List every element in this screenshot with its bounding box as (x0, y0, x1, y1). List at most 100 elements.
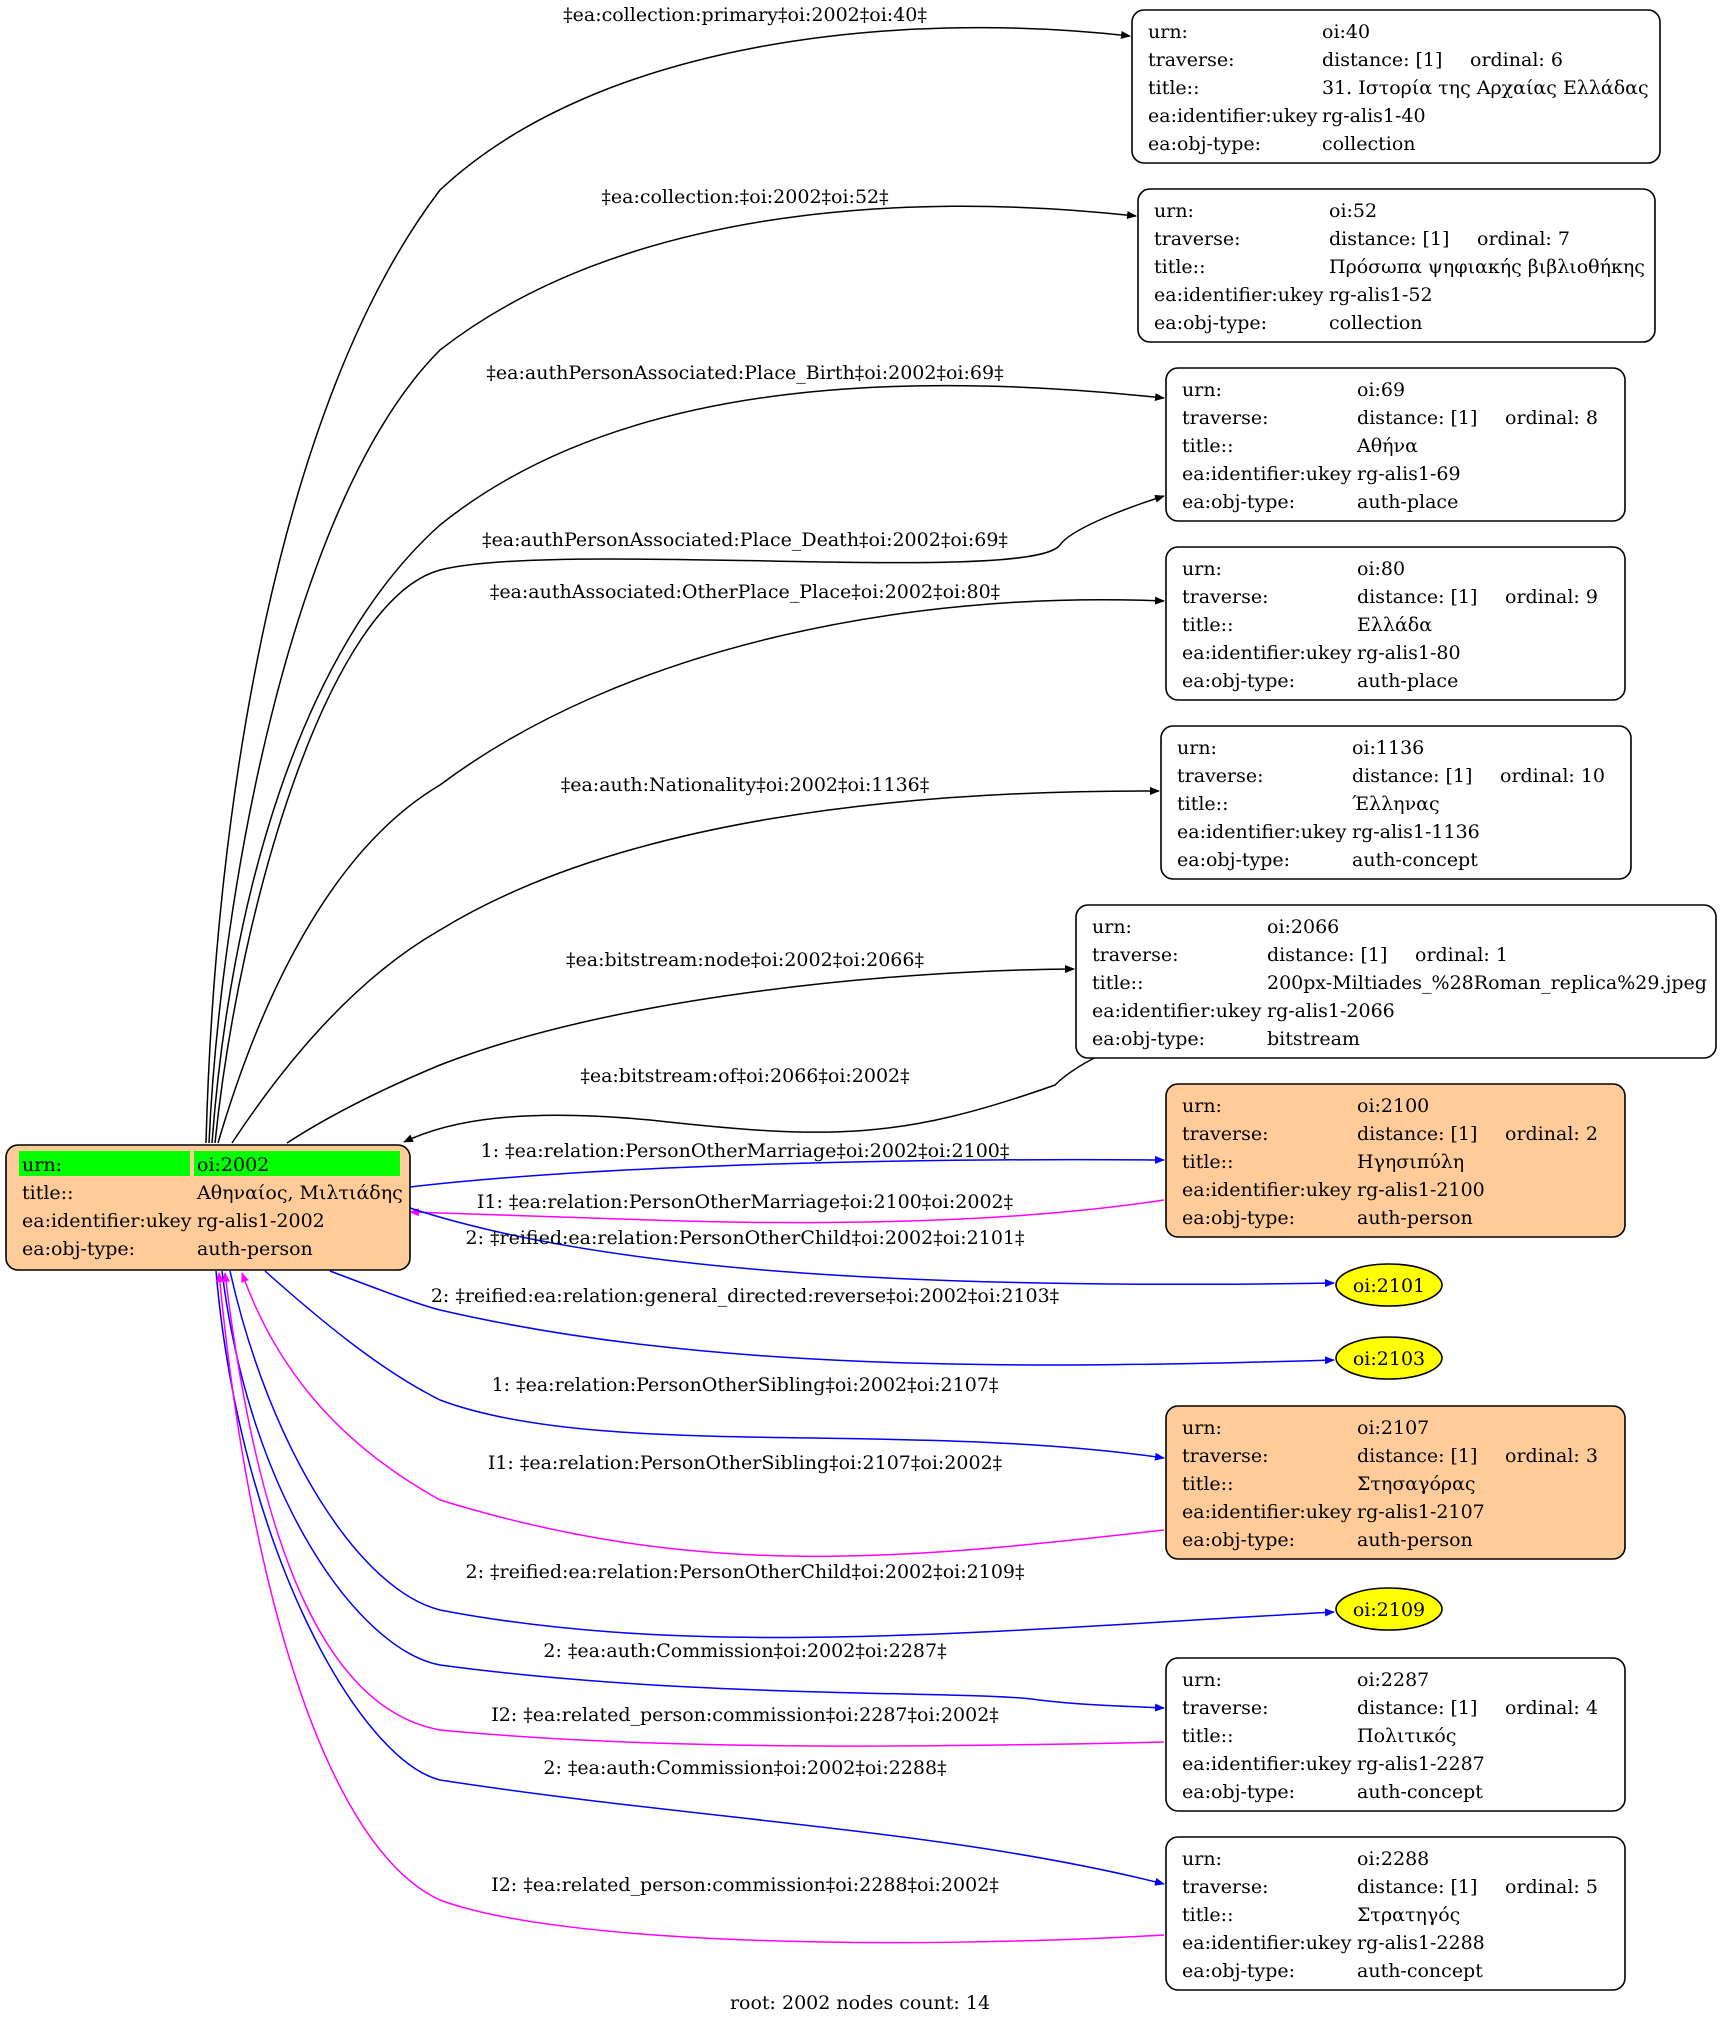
node-distance-value: distance: [1] (1357, 1123, 1477, 1145)
node-type-value: auth-concept (1357, 1960, 1483, 1982)
node-ordinal-value: ordinal: 9 (1505, 586, 1598, 608)
edges-layer (205, 26, 1335, 1944)
root-type-key: ea:obj-type: (22, 1238, 135, 1260)
edge-commission-2287-inverse (222, 1272, 1165, 1747)
node-ukey-value: rg-alis1-69 (1357, 463, 1461, 485)
node-urn-value: oi:40 (1322, 21, 1370, 43)
node-ukey-key: ea:identifier:ukey (1182, 1179, 1352, 1201)
edge-commission-2287 (221, 1270, 1165, 1712)
node-distance-value: distance: [1] (1357, 586, 1477, 608)
ellipse-node-oi-2103[interactable]: oi:2103 (1335, 1336, 1443, 1380)
edge-label: ‡ea:auth:Nationality‡oi:2002‡oi:1136‡ (561, 774, 930, 796)
node-type-value: auth-concept (1357, 1781, 1483, 1803)
node-type-key: ea:obj-type: (1182, 1529, 1295, 1551)
edge-child-2101 (409, 1207, 1335, 1288)
node-urn-value: oi:2100 (1357, 1095, 1429, 1117)
node-urn-value: oi:2288 (1357, 1848, 1429, 1870)
node-urn-value: oi:2107 (1357, 1417, 1429, 1439)
node-title-key: title:: (1182, 1151, 1233, 1173)
node-ukey-key: ea:identifier:ukey (1182, 463, 1352, 485)
node-type-value: bitstream (1267, 1028, 1360, 1050)
node-urn-key: urn: (1182, 1669, 1222, 1691)
node-type-value: auth-place (1357, 670, 1458, 692)
ellipse-shape (1335, 1336, 1443, 1380)
edge-sibling-inverse (241, 1272, 1165, 1558)
root-urn-value: oi:2002 (197, 1154, 269, 1176)
node-traverse-key: traverse: (1182, 407, 1269, 429)
node-distance-value: distance: [1] (1357, 1697, 1477, 1719)
node-ukey-value: rg-alis1-2107 (1357, 1501, 1485, 1523)
node-type-key: ea:obj-type: (1177, 849, 1290, 871)
edge-bitstream-of (403, 1054, 1101, 1143)
node-traverse-key: traverse: (1182, 1876, 1269, 1898)
node-ukey-value: rg-alis1-2287 (1357, 1753, 1485, 1775)
node-ukey-value: rg-alis1-2066 (1267, 1000, 1395, 1022)
node-title-value: Στρατηγός (1357, 1904, 1460, 1926)
node-distance-value: distance: [1] (1322, 49, 1442, 71)
node-ukey-key: ea:identifier:ukey (1154, 284, 1324, 306)
node-distance-value: distance: [1] (1329, 228, 1449, 250)
node-box (1075, 904, 1717, 1059)
node-title-key: title:: (1154, 256, 1205, 278)
node-urn-value: oi:1136 (1352, 737, 1424, 759)
node-distance-value: distance: [1] (1267, 944, 1387, 966)
node-distance-value: distance: [1] (1357, 1876, 1477, 1898)
root-title-key: title:: (22, 1182, 73, 1204)
node-title-key: title:: (1182, 435, 1233, 457)
edge-label: ‡ea:bitstream:of‡oi:2066‡oi:2002‡ (580, 1065, 909, 1087)
ellipse-node-oi-2101[interactable]: oi:2101 (1335, 1263, 1443, 1307)
edge-commission-2288 (215, 1270, 1165, 1886)
edge-label: I1: ‡ea:relation:PersonOtherMarriage‡oi:… (477, 1191, 1013, 1213)
node-ukey-value: rg-alis1-40 (1322, 105, 1426, 127)
ellipse-node-oi-2109[interactable]: oi:2109 (1335, 1587, 1443, 1631)
edge-place-birth (211, 384, 1165, 1144)
edge-label: 2: ‡reified:ea:relation:PersonOtherChild… (466, 1227, 1025, 1249)
node-ukey-value: rg-alis1-52 (1329, 284, 1433, 306)
edge-collection (208, 205, 1137, 1144)
node-type-value: collection (1329, 312, 1423, 334)
node-ordinal-value: ordinal: 4 (1505, 1697, 1598, 1719)
node-oi-2288[interactable]: urn: oi:2288 traverse: distance: [1] ordinal… (1165, 1836, 1626, 1991)
node-distance-value: distance: [1] (1357, 407, 1477, 429)
root-node[interactable]: urn: oi:2002 title:: Αθηναίος, Μιλτιάδης… (5, 1144, 411, 1271)
node-title-value: 31. Ιστορία της Αρχαίας Ελλάδας (1322, 77, 1649, 99)
edge-nationality (231, 786, 1160, 1144)
graph-caption: root: 2002 nodes count: 14 (730, 1992, 990, 2014)
node-box (1137, 188, 1656, 343)
node-type-key: ea:obj-type: (1148, 133, 1261, 155)
node-urn-key: urn: (1182, 1848, 1222, 1870)
edge-child-2109 (229, 1270, 1335, 1639)
node-type-key: ea:obj-type: (1154, 312, 1267, 334)
node-type-key: ea:obj-type: (1182, 1207, 1295, 1229)
ellipse-shape (1335, 1587, 1443, 1631)
node-title-value: Στησαγόρας (1357, 1473, 1476, 1495)
edge-label: ‡ea:collection:‡oi:2002‡oi:52‡ (601, 186, 888, 208)
edge-label: 2: ‡reified:ea:relation:PersonOtherChild… (466, 1561, 1025, 1583)
ellipse-label: oi:2103 (1353, 1348, 1425, 1370)
node-type-value: auth-place (1357, 491, 1458, 513)
node-ukey-key: ea:identifier:ukey (1177, 821, 1347, 843)
node-urn-key: urn: (1182, 1417, 1222, 1439)
edge-bitstream-node (286, 965, 1075, 1144)
node-box (1160, 725, 1632, 880)
node-ukey-key: ea:identifier:ukey (1182, 1932, 1352, 1954)
node-urn-value: oi:2066 (1267, 916, 1339, 938)
node-traverse-key: traverse: (1182, 1123, 1269, 1145)
node-type-key: ea:obj-type: (1182, 1781, 1295, 1803)
node-ukey-key: ea:identifier:ukey (1148, 105, 1318, 127)
node-ordinal-value: ordinal: 2 (1505, 1123, 1598, 1145)
node-ordinal-value: ordinal: 5 (1505, 1876, 1598, 1898)
node-type-value: collection (1322, 133, 1416, 155)
node-box (1165, 1083, 1626, 1238)
node-ordinal-value: ordinal: 10 (1500, 765, 1605, 787)
